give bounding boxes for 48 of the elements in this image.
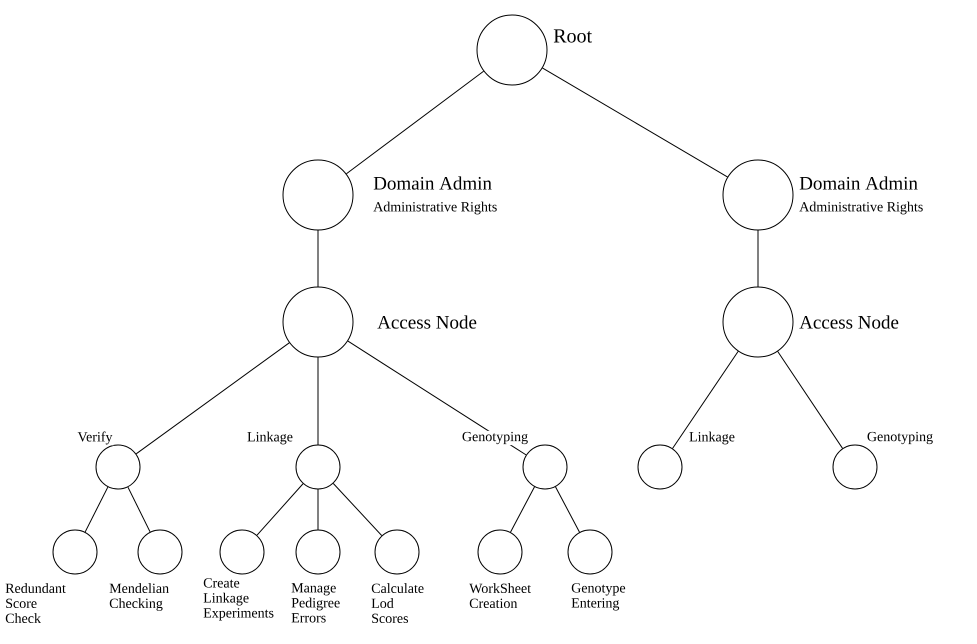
node-label: WorkSheet Creation: [468, 582, 540, 610]
tree-node-circle: [832, 444, 878, 490]
tree-edge: [127, 486, 151, 532]
node-label: Calculate Lod Scores: [370, 582, 432, 624]
tree-edge: [555, 486, 580, 533]
tree-node-circle: [52, 530, 98, 574]
tree-edge: [510, 486, 535, 533]
node-label: Manage Pedigree Errors: [290, 582, 352, 624]
tree-edge: [672, 350, 739, 449]
node-label: Domain Admin: [798, 175, 919, 191]
node-label: Genotype Entering: [570, 582, 632, 612]
tree-edge: [136, 342, 290, 454]
node-label: Mendelian Checking: [108, 582, 176, 612]
tree-node-circle: [638, 444, 682, 490]
tree-edge: [256, 483, 304, 536]
tree-node-circle: [282, 286, 354, 358]
tree-node-circle: [522, 444, 568, 490]
node-label: Linkage: [246, 430, 294, 446]
tree-node-circle: [282, 160, 354, 230]
node-label: Domain Admin: [372, 175, 493, 191]
tree-edge: [346, 70, 484, 174]
tree-edge: [347, 340, 527, 456]
tree-edge: [84, 486, 108, 532]
tree-node-circle: [476, 14, 548, 86]
tree-node-circle: [220, 530, 264, 574]
node-label: Access Node: [798, 314, 900, 330]
node-label: Root: [552, 28, 594, 44]
node-label: Genotyping: [866, 430, 934, 446]
node-label: Create Linkage Experiments: [202, 577, 280, 622]
node-label: Administrative Rights: [372, 200, 498, 216]
tree-node-circle: [722, 160, 794, 230]
tree-edge: [332, 482, 382, 536]
tree-node-circle: [296, 530, 340, 574]
tree-node-circle: [296, 444, 340, 490]
node-label: Genotyping: [460, 430, 530, 446]
node-label: Access Node: [376, 314, 478, 330]
node-label: Administrative Rights: [798, 200, 924, 216]
tree-node-circle: [568, 530, 612, 574]
tree-edge: [542, 68, 728, 178]
tree-node-circle: [722, 286, 794, 358]
tree-node-circle: [374, 530, 420, 574]
tree-edge: [777, 351, 843, 449]
node-label: Verify: [76, 430, 114, 446]
tree-node-circle: [478, 530, 522, 574]
tree-node-circle: [96, 444, 140, 490]
node-label: Linkage: [688, 430, 736, 446]
node-label: Redundant Score Check: [4, 582, 68, 624]
tree-node-circle: [138, 530, 182, 574]
